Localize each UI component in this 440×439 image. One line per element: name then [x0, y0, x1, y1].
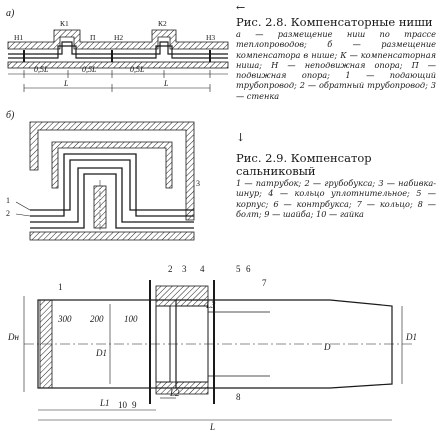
nav-arrow-down: ↓	[236, 131, 246, 144]
panel-a-marks: Н1 К1 П Н2 К2 Н3	[14, 19, 215, 42]
callout-part-9: 9	[132, 400, 137, 410]
offset-l3: L3	[205, 300, 216, 310]
panel-a-label: а)	[6, 8, 15, 19]
size-300: 300	[57, 314, 72, 324]
diameter-d: D	[323, 342, 331, 352]
mark-k1: К1	[60, 19, 69, 28]
figure-2-8a-drawing	[7, 29, 229, 92]
fig-2-9-dimensions: 300 200 100 Dн D1 D D1 L1 L2 L L3	[7, 300, 417, 432]
callout-part-6: 6	[246, 264, 251, 274]
mark-n3: Н3	[206, 33, 215, 42]
mark-k2: К2	[158, 19, 167, 28]
size-200: 200	[90, 314, 104, 324]
span-2: 0,5L	[82, 65, 97, 74]
panel-b-callouts: 1 2 3	[6, 179, 200, 218]
length-l: L	[209, 422, 215, 432]
callout-part-1: 1	[58, 282, 63, 292]
fig-2-9-caption: 1 — патрубок; 2 — грубобукса; 3 — набивк…	[236, 178, 436, 219]
nav-arrow-back: ←	[236, 1, 246, 14]
length-1: L	[63, 79, 69, 88]
fig-2-9-title: Рис. 2.9. Компенсатор сальниковый	[236, 151, 372, 178]
fig-2-8-caption: а — размещение ниш по трассе теплопровод…	[236, 29, 436, 101]
panel-b-label: б)	[6, 110, 15, 121]
callout-2: 2	[6, 209, 10, 218]
diameter-dn: Dн	[7, 332, 19, 342]
mark-n1: Н1	[14, 33, 23, 42]
fig-2-9-callouts: 1 2 3 4 5 6 7 10 9 8	[58, 264, 267, 410]
caption-fig-2-9: Рис. 2.9. Компенсатор сальниковый 1 — па…	[236, 152, 436, 219]
callout-part-3: 3	[182, 264, 187, 274]
figure-2-9-drawing	[23, 280, 412, 421]
panel-a-dimensions: 0,5L 0,5L 0,5L L L	[34, 65, 169, 88]
callout-part-8: 8	[236, 392, 241, 402]
fig-2-8-title: Рис. 2.8. Компенсаторные ниши	[236, 15, 433, 29]
length-2: L	[163, 79, 169, 88]
caption-fig-2-8: Рис. 2.8. Компенсаторные ниши а — размещ…	[236, 16, 436, 101]
callout-3: 3	[196, 179, 200, 188]
callout-part-7: 7	[262, 278, 267, 288]
span-1: 0,5L	[34, 65, 49, 74]
mark-p: П	[90, 33, 96, 42]
callout-part-10: 10	[118, 400, 128, 410]
diameter-d1-left: D1	[95, 348, 107, 358]
length-l2: L2	[169, 388, 180, 398]
diameter-d1-right: D1	[405, 332, 417, 342]
figure-2-8b-drawing	[15, 121, 195, 241]
mark-n2: Н2	[114, 33, 123, 42]
callout-1: 1	[6, 196, 10, 205]
callout-part-2: 2	[168, 264, 173, 274]
callout-part-5: 5	[236, 264, 241, 274]
span-3: 0,5L	[130, 65, 145, 74]
callout-part-4: 4	[200, 264, 205, 274]
length-l1: L1	[99, 398, 110, 408]
size-100: 100	[124, 314, 138, 324]
